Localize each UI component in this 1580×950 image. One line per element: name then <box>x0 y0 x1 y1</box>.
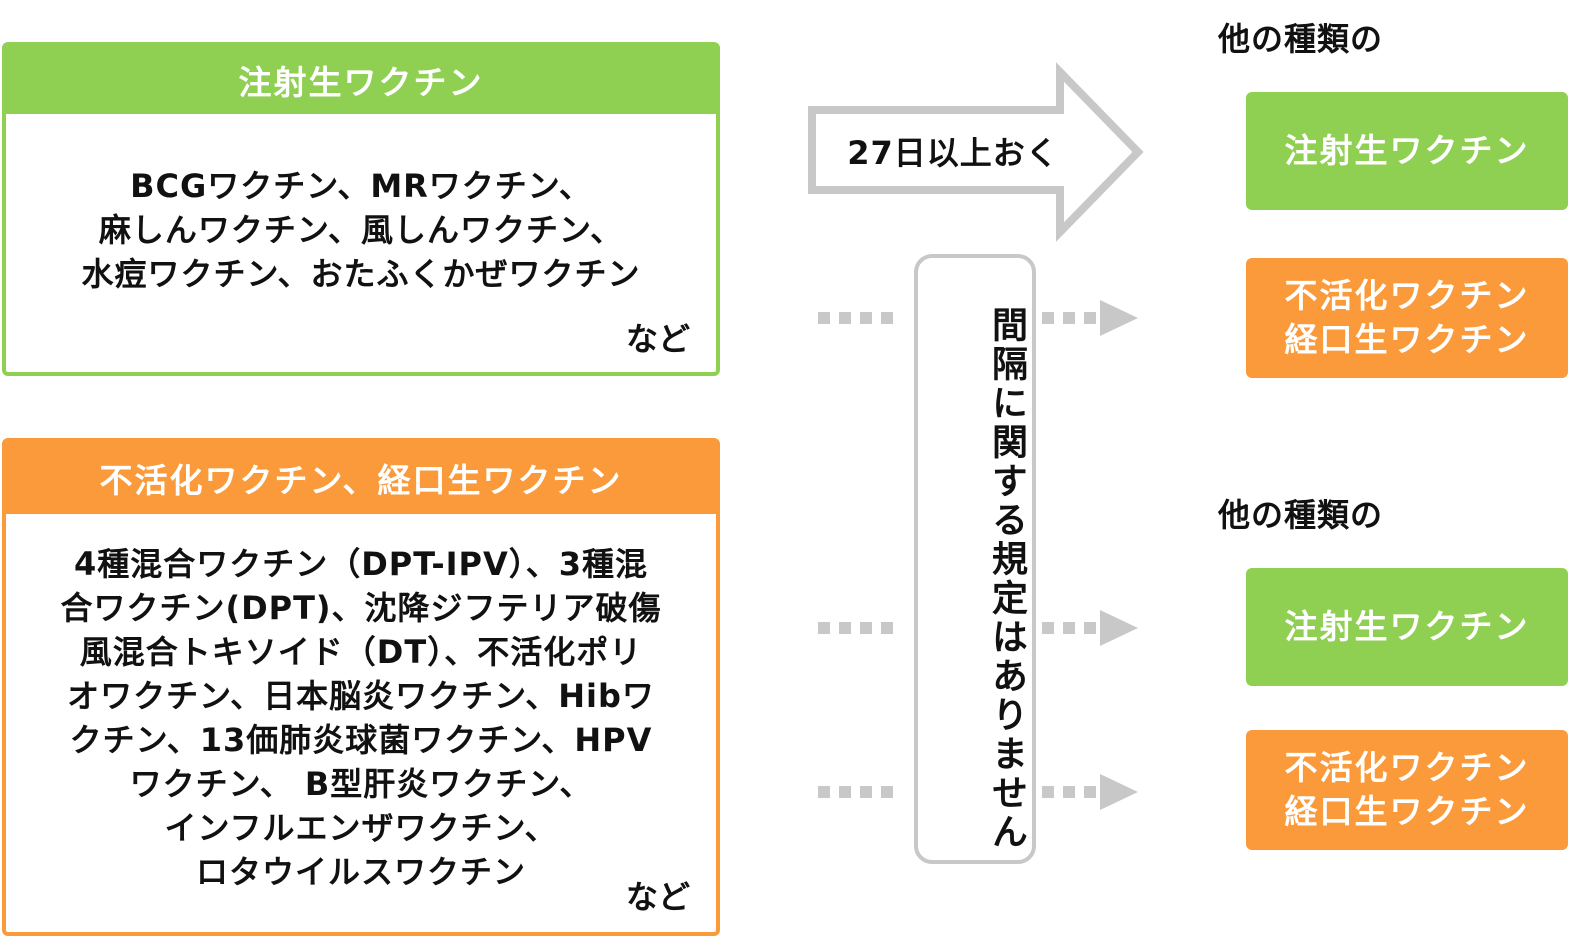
dotted-arrow-2 <box>818 610 1138 646</box>
inactive-vaccine-panel: 不活化ワクチン、経口生ワクチン 4種混合ワクチン（DPT-IPV）、3種混 合ワ… <box>2 438 720 936</box>
no-interval-rule-text: 間隔に関する規定はありません <box>986 306 1027 852</box>
live-vaccine-panel-title: 注射生ワクチン <box>6 46 716 114</box>
group1-inactive-tag: 不活化ワクチン 経口生ワクチン <box>1246 258 1568 378</box>
inactive-vaccine-etc: など <box>625 878 690 916</box>
interval-block-arrow <box>808 62 1144 242</box>
group1-live-tag: 注射生ワクチン <box>1246 92 1568 210</box>
no-interval-rule-box: 間隔に関する規定はありません <box>914 254 1036 864</box>
live-vaccine-list: BCGワクチン、MRワクチン、 麻しんワクチン、風しんワクチン、 水痘ワクチン、… <box>81 167 641 293</box>
group1-label: 他の種類の <box>1218 20 1384 58</box>
group2-label: 他の種類の <box>1218 496 1384 534</box>
interval-arrow-label: 27日以上おく <box>847 134 1059 172</box>
group2-live-tag: 注射生ワクチン <box>1246 568 1568 686</box>
dotted-arrow-3 <box>818 774 1138 810</box>
group2-inactive-tag: 不活化ワクチン 経口生ワクチン <box>1246 730 1568 850</box>
inactive-vaccine-list: 4種混合ワクチン（DPT-IPV）、3種混 合ワクチン(DPT)、沈降ジフテリア… <box>60 545 662 891</box>
dotted-arrow-1 <box>818 300 1138 336</box>
live-vaccine-panel: 注射生ワクチン BCGワクチン、MRワクチン、 麻しんワクチン、風しんワクチン、… <box>2 42 720 376</box>
live-vaccine-etc: など <box>625 320 690 358</box>
inactive-vaccine-panel-title: 不活化ワクチン、経口生ワクチン <box>6 442 716 514</box>
